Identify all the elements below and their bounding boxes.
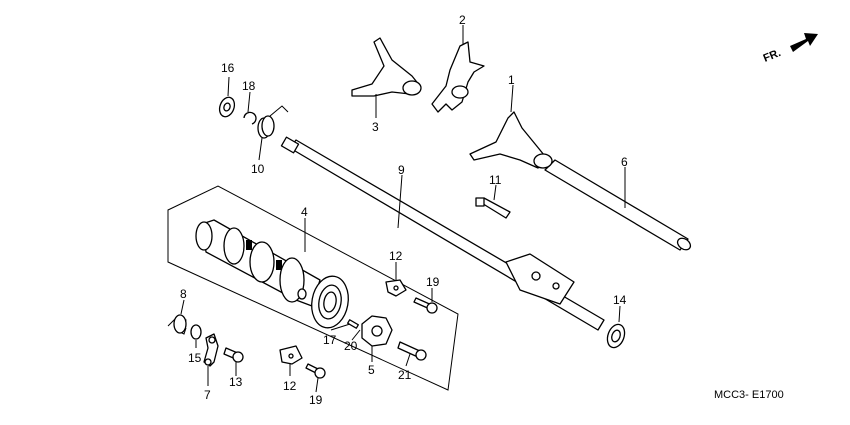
diagram-code: MCC3- E1700	[714, 389, 784, 401]
spring-10	[257, 105, 289, 139]
shift-fork-1	[469, 111, 553, 169]
bolt-19-upper	[413, 297, 438, 314]
washer-14	[606, 323, 626, 349]
callout-15: 15	[188, 351, 202, 365]
callout-9: 9	[398, 163, 405, 177]
washer-16	[218, 96, 236, 118]
callout-12-upper: 12	[389, 249, 403, 263]
spring-8	[167, 314, 187, 335]
callout-5: 5	[368, 363, 375, 377]
callout-17: 17	[323, 333, 337, 347]
callout-1: 1	[508, 73, 515, 87]
washer-15	[190, 324, 202, 340]
callout-10: 10	[251, 162, 265, 176]
shift-drum	[195, 219, 321, 307]
drum-bearing	[311, 275, 349, 329]
callout-19-lower: 19	[309, 393, 323, 407]
bolt-21	[397, 341, 427, 361]
callout-2: 2	[459, 13, 466, 27]
callout-13: 13	[229, 375, 243, 389]
callout-7: 7	[204, 388, 211, 402]
pin-17	[347, 319, 359, 329]
callout-4: 4	[301, 205, 308, 219]
callout-8: 8	[180, 287, 187, 301]
callout-16: 16	[221, 61, 235, 75]
front-direction-label: FR.	[762, 47, 783, 65]
bolt-13	[223, 347, 244, 363]
callout-6: 6	[621, 155, 628, 169]
bolt-19-lower	[305, 363, 326, 379]
callout-labels: 2 1 3 4 5 6 7 8 9 10 11 12 12 13 14 15 1…	[180, 13, 628, 407]
drum-center-5	[361, 315, 393, 347]
stopper-arm-7	[203, 333, 219, 367]
front-direction-indicator: FR.	[762, 33, 818, 65]
plate-12-upper	[385, 279, 407, 297]
callout-21: 21	[398, 368, 412, 382]
shift-fork-3	[351, 37, 422, 97]
callout-18: 18	[242, 79, 256, 93]
drum-assembly-frame	[167, 185, 459, 391]
callout-3: 3	[372, 120, 379, 134]
callout-12-lower: 12	[283, 379, 297, 393]
fork-shaft-short	[544, 159, 692, 251]
clip-18	[243, 111, 257, 125]
front-arrow-icon	[790, 33, 818, 52]
stud-bolt-11	[475, 197, 511, 219]
plate-12-lower	[279, 345, 303, 365]
shift-spindle	[280, 136, 605, 331]
shift-fork-2	[431, 41, 485, 113]
callout-19-upper: 19	[426, 275, 440, 289]
callout-14: 14	[613, 293, 627, 307]
callout-11: 11	[489, 173, 502, 187]
callout-20: 20	[344, 339, 358, 353]
leader-lines	[180, 25, 626, 393]
